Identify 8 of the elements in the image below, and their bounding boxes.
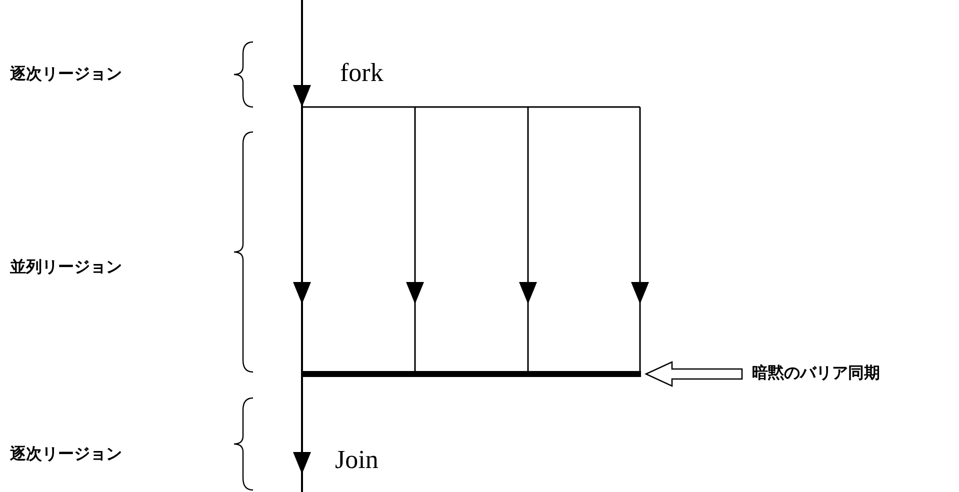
hollow-arrow <box>644 360 743 388</box>
barrier-bar <box>302 371 641 377</box>
brace-label: 並列リージョン <box>10 257 122 278</box>
fork-label: fork <box>340 58 384 88</box>
join-label: Join <box>335 445 378 475</box>
brace-label: 逐次リージョン <box>10 444 122 465</box>
brace-label: 逐次リージョン <box>10 64 122 85</box>
note-text: 暗黙のバリア同期 <box>752 363 880 384</box>
